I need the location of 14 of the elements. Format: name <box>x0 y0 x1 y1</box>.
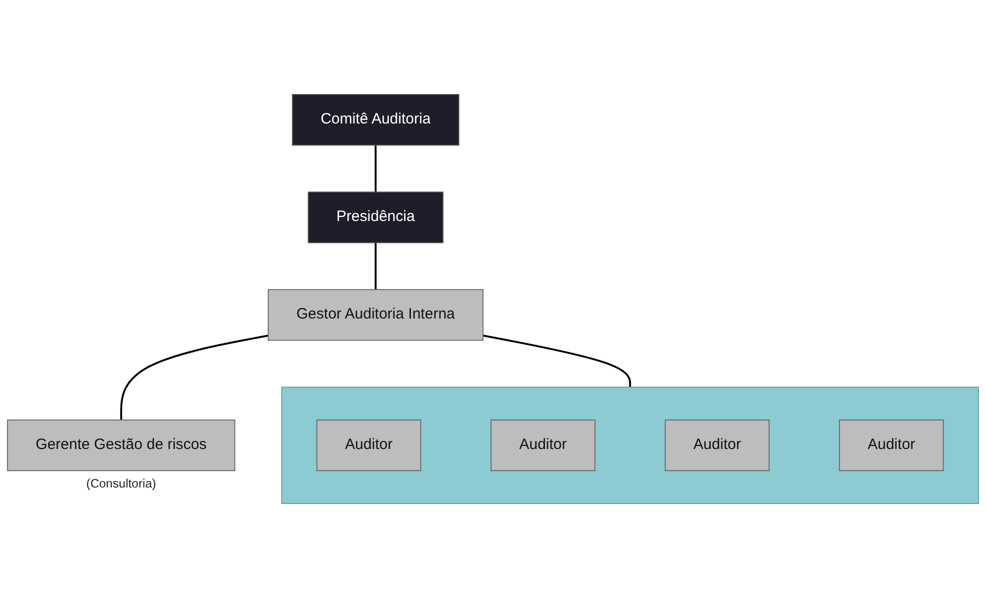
connector <box>120 334 268 420</box>
node-box: Auditor <box>664 420 770 472</box>
node-box: Auditor <box>316 420 422 472</box>
node-box: Auditor <box>839 420 944 472</box>
cluster <box>281 386 979 504</box>
connector <box>374 242 377 290</box>
node-box: Gerente Gestão de riscos <box>7 420 236 472</box>
node-caption: (Consultoria) <box>86 476 156 491</box>
node-box: Gestor Auditoria Interna <box>268 289 484 341</box>
connector <box>374 145 377 192</box>
node-box: Auditor <box>490 420 596 472</box>
node-box: Comitê Auditoria <box>292 94 460 146</box>
connector <box>482 334 632 388</box>
node-box: Presidência <box>308 192 444 244</box>
